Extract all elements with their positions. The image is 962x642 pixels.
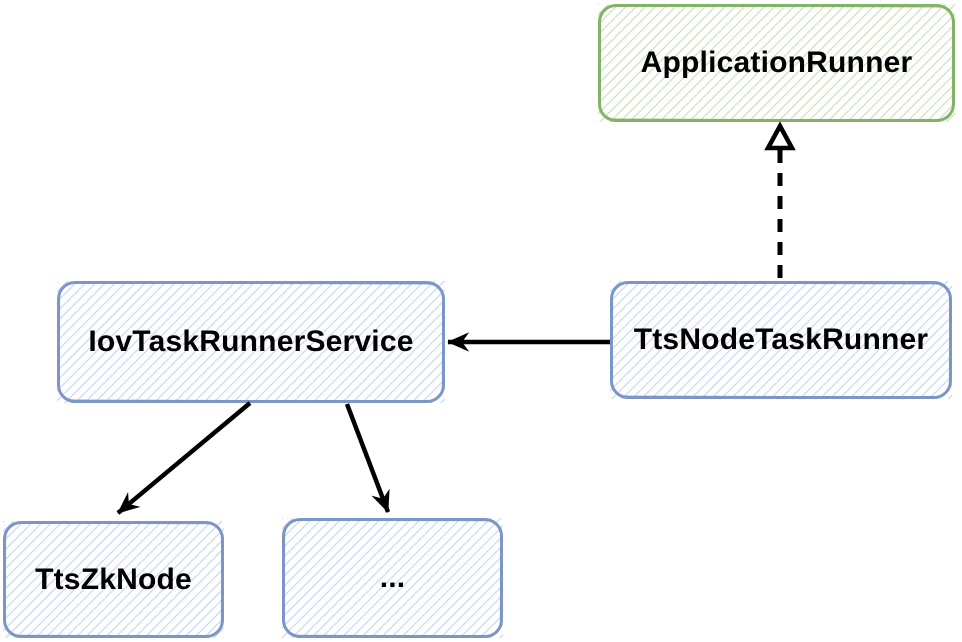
edge-ttsnodetaskrunner-applicationrunner-dashed-arrow [764,121,796,278]
node-iov-task-runner-service: IovTaskRunnerService [57,281,445,403]
node-label: TtsZkNode [35,562,192,596]
node-ellipsis: ... [282,518,503,638]
node-label: ApplicationRunner [640,46,913,79]
node-label: IovTaskRunnerService [88,325,414,358]
hollow-triangle-arrowhead [764,121,796,151]
node-label: TtsNodeTaskRunner [633,323,929,356]
node-tts-node-task-runner: TtsNodeTaskRunner [610,281,952,399]
node-label: ... [379,561,406,594]
edge-iovtaskrunnerservice-ttszknode-arrow [116,401,252,515]
edge-iovtaskrunnerservice-ellipsis-arrow [344,403,391,513]
node-application-runner: ApplicationRunner [598,4,955,122]
node-tts-zk-node: TtsZkNode [3,521,224,638]
